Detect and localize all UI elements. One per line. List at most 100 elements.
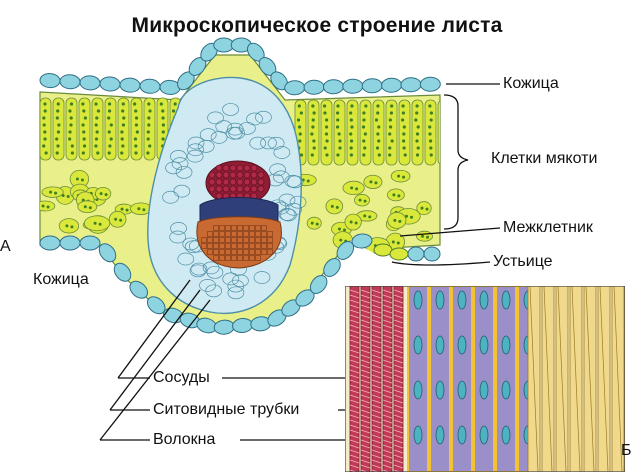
chloroplast [425, 207, 429, 211]
vessel-ring [393, 329, 404, 334]
companion-cell [501, 335, 511, 355]
chloroplast [443, 146, 446, 149]
sheath-cell [284, 174, 302, 188]
chloroplast [159, 102, 163, 106]
chloroplast [137, 207, 141, 211]
palisade-cell [398, 99, 411, 166]
palisade-cell [91, 97, 104, 161]
chloroplast [88, 206, 92, 210]
chloroplast [70, 225, 74, 229]
vessel-ring [371, 364, 382, 369]
vessel-ring [371, 329, 382, 334]
spongy-cell [386, 188, 405, 202]
phloem-cell [249, 237, 255, 243]
vessel-ring [393, 304, 404, 309]
vessel-ring [382, 459, 393, 464]
companion-cell [457, 425, 467, 445]
vessel-ring [382, 289, 393, 294]
chloroplast [68, 130, 72, 134]
chloroplast [68, 137, 72, 141]
chloroplast [363, 132, 367, 136]
vessel-ring [371, 324, 382, 329]
chloroplast [42, 144, 46, 148]
xylem-vessel [229, 185, 237, 193]
chloroplast [442, 153, 445, 156]
xylem-vessel [229, 171, 237, 179]
spongy-cell [363, 174, 383, 189]
chloroplast [122, 116, 126, 120]
companion-cell [501, 290, 511, 310]
chloroplast [173, 102, 177, 106]
xylem-vessel [236, 164, 244, 172]
chloroplast [390, 104, 394, 108]
vessel-ring [393, 309, 404, 314]
vessel-ring [349, 369, 360, 374]
phloem-cell [243, 225, 249, 231]
chloroplast [416, 125, 420, 129]
chloroplast [415, 111, 419, 115]
chloroplast [94, 102, 98, 106]
vessel-ring [382, 434, 393, 439]
chloroplast [298, 132, 302, 136]
sheath-cell [207, 111, 224, 125]
xylem-vessel [236, 171, 244, 179]
sheath-cell [177, 252, 195, 266]
chloroplast [415, 104, 419, 108]
chloroplast [338, 146, 342, 150]
chloroplast [46, 205, 50, 209]
chloroplast [134, 116, 139, 120]
sheath-cell [202, 261, 220, 275]
chloroplast [109, 123, 113, 127]
vessel-ring [360, 459, 371, 464]
chloroplast [350, 104, 354, 108]
chloroplast [337, 227, 341, 231]
vessel-ring [382, 329, 393, 334]
vessel-ring [360, 399, 371, 404]
companion-cell [435, 290, 445, 310]
chloroplast [376, 104, 380, 108]
chloroplast [310, 132, 314, 136]
chloroplast [402, 175, 406, 179]
chloroplast [401, 104, 405, 108]
phloem-cell [213, 255, 219, 261]
vessel-ring [382, 349, 393, 354]
chloroplast [415, 132, 420, 136]
phloem-cell [219, 243, 225, 249]
epidermis-cell [336, 241, 355, 260]
phloem-cell [219, 249, 225, 255]
phloem-cell [201, 237, 207, 243]
xylem-vessel [215, 178, 223, 186]
vessel-ring [360, 404, 371, 409]
chloroplast [55, 151, 59, 155]
vessel-ring [371, 404, 382, 409]
vessel-ring [371, 414, 382, 419]
vessel-ring [382, 304, 393, 309]
chloroplast [297, 104, 301, 108]
vessel-ring [349, 334, 360, 339]
chloroplast [121, 102, 125, 106]
chloroplast [362, 111, 366, 115]
sheath-cell [171, 157, 189, 170]
vessel-ring [360, 434, 371, 439]
chloroplast [147, 102, 151, 106]
chloroplast [361, 125, 366, 129]
chloroplast [429, 139, 433, 143]
vessel-ring [360, 414, 371, 419]
chloroplast [429, 153, 433, 157]
vessel-ring [393, 404, 404, 409]
chloroplast [376, 111, 380, 115]
xylem-vessel [243, 185, 251, 193]
vessel-ring [349, 354, 360, 359]
epidermis-cell [99, 76, 121, 92]
palisade-cell [65, 97, 78, 161]
vessel-ring [382, 464, 393, 469]
chloroplast [393, 218, 397, 222]
sheath-cell [289, 195, 307, 209]
chloroplast [41, 204, 45, 208]
sieve-tube [407, 286, 429, 472]
phloem-cell [267, 237, 273, 243]
epidermis-cell [79, 235, 101, 251]
vessel-ring [349, 414, 360, 419]
chloroplast [107, 109, 112, 113]
vessel-ring [382, 399, 393, 404]
